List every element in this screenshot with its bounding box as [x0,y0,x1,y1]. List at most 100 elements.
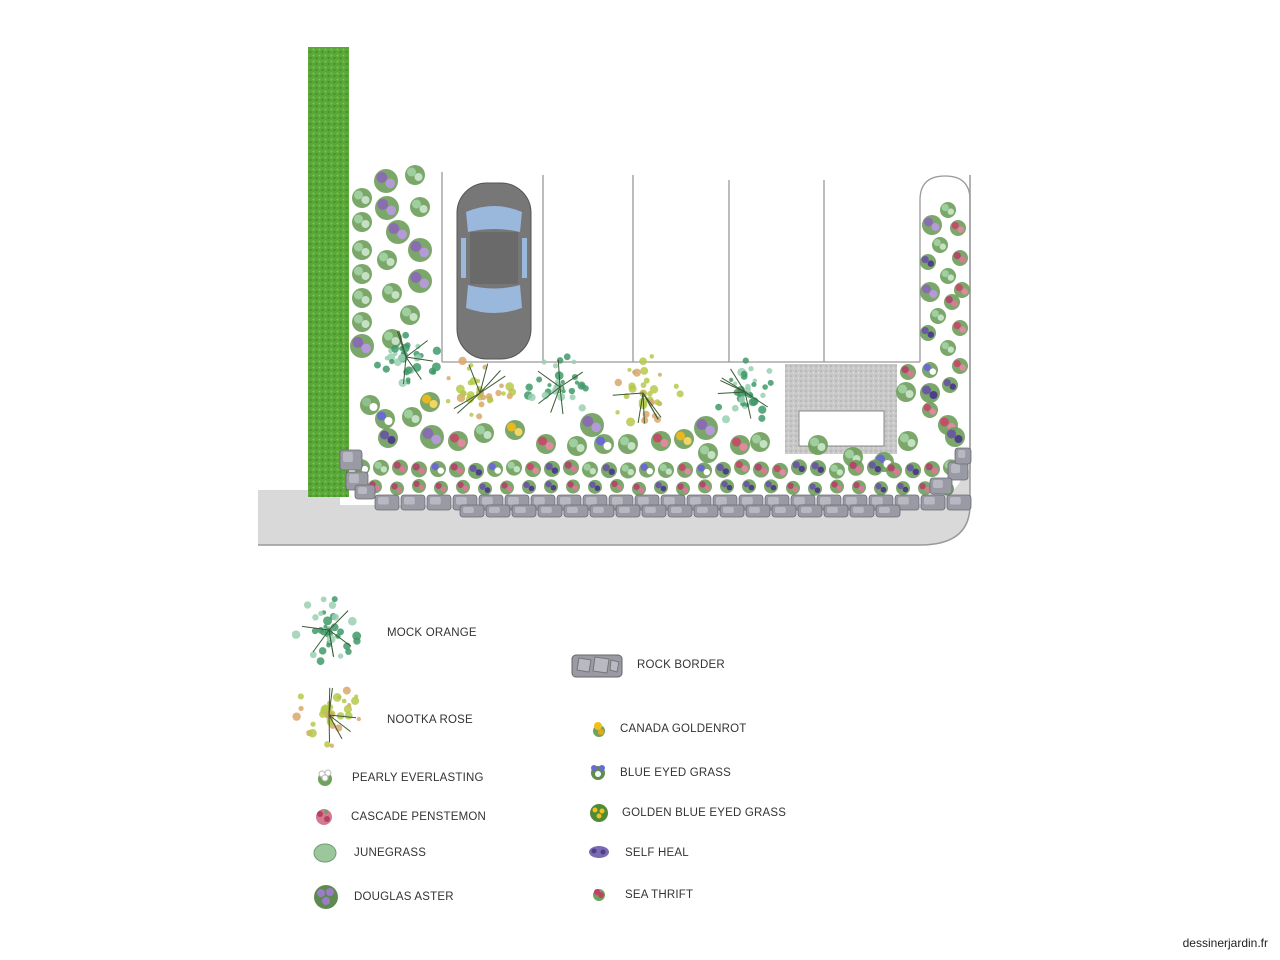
canada-goldenrot-plant [420,392,440,412]
sea-thrift-plant [449,461,465,478]
junegrass-plant [940,202,956,218]
junegrass-plant [620,462,636,479]
douglas-aster-plant [694,416,718,440]
rock [339,449,363,471]
junegrass-plant [352,212,372,232]
sea-thrift-plant [886,462,902,479]
sea-thrift-plant [786,480,800,495]
cascade-penstemon-plant [772,462,788,479]
self-heal-plant [874,481,888,496]
junegrass-plant [474,423,494,443]
junegrass-plant [896,382,916,402]
self-heal-plant [920,383,940,403]
legend-label-rock-border: ROCK BORDER [637,659,725,671]
junegrass-plant [898,431,918,451]
blue-eyed-grass-plant [375,409,395,429]
legend-label-cascade-penstemon: CASCADE PENSTEMON [351,811,487,823]
blue-eyed-grass-plant [639,461,655,478]
gravel-pad [785,364,897,454]
junegrass-plant [618,434,638,454]
sea-thrift-plant [566,479,580,494]
self-heal-plant [478,481,492,496]
rock [745,504,771,518]
junegrass-plant [382,329,402,349]
junegrass-icon [313,843,337,863]
junegrass-plant [405,165,425,185]
cascade-penstemon-plant [536,434,556,454]
sea-thrift-plant [392,459,408,476]
legend-label-douglas-aster: DOUGLAS ASTER [354,891,454,903]
self-heal-plant [905,462,921,479]
junegrass-plant [750,432,770,452]
junegrass-plant [352,312,372,332]
rock [459,504,485,518]
junegrass-plant [658,462,674,479]
rock [537,504,563,518]
junegrass-plant [930,308,946,324]
self-heal-plant [544,479,558,494]
sea-thrift-plant [852,480,866,495]
rock [485,504,511,518]
mock-orange-icon [292,596,362,666]
rock [615,504,641,518]
self-heal-plant [867,459,883,476]
self-heal-plant [920,325,936,341]
canada-goldenrot-plant [674,429,694,449]
sea-thrift-plant [434,480,448,495]
douglas-aster-icon [314,885,338,909]
nootka-rose-plant [612,354,684,427]
self-heal-plant [945,427,965,447]
junegrass-plant [567,436,587,456]
self-heal-plant [920,254,936,270]
legend-label-self-heal: SELF HEAL [625,847,689,859]
junegrass-plant [377,250,397,270]
self-heal-plant [942,377,958,393]
junegrass-plant [352,188,372,208]
mock-orange-plant [524,353,589,415]
sea-thrift-plant [900,364,916,380]
cascade-penstemon-plant [954,282,970,298]
sea-thrift-plant [924,461,940,478]
self-heal-plant [588,479,602,494]
sea-thrift-plant [830,479,844,494]
sea-thrift-plant [753,461,769,478]
sea-thrift-plant [500,480,514,495]
rock [849,504,875,518]
mock-orange-legend-shrub [292,596,362,666]
cascade-penstemon-plant [651,431,671,451]
douglas-aster-plant [375,196,399,220]
junegrass-plant [410,197,430,217]
self-heal-plant [791,459,807,476]
junegrass-plant [352,288,372,308]
nootka-rose-icon [292,686,361,748]
blue-eyed-grass-plant [696,462,712,479]
cascade-penstemon-plant [952,358,968,374]
sea-thrift-plant [632,481,646,496]
rock [354,484,376,500]
blue-eyed-grass-plant [594,434,614,454]
sea-thrift-plant [456,479,470,494]
junegrass-plant [506,459,522,476]
douglas-aster-plant [408,269,432,293]
self-heal-plant [544,460,560,477]
rock [894,494,920,511]
cascade-penstemon-plant [950,220,966,236]
douglas-aster-plant [580,413,604,437]
legend-label-sea-thrift: SEA THRIFT [625,889,694,901]
rock [929,477,953,495]
sea-thrift-plant [412,479,426,494]
rock [875,504,901,518]
pearly-everlasting-icon [318,769,332,786]
plantings [350,165,970,496]
self-heal-plant [808,481,822,496]
self-heal-icon [589,846,609,858]
rock [400,494,426,511]
rock [920,494,946,511]
douglas-aster-plant [408,238,432,262]
rock [797,504,823,518]
rock [771,504,797,518]
douglas-aster-plant [374,169,398,193]
junegrass-plant [352,240,372,260]
cascade-penstemon-plant [734,459,750,476]
